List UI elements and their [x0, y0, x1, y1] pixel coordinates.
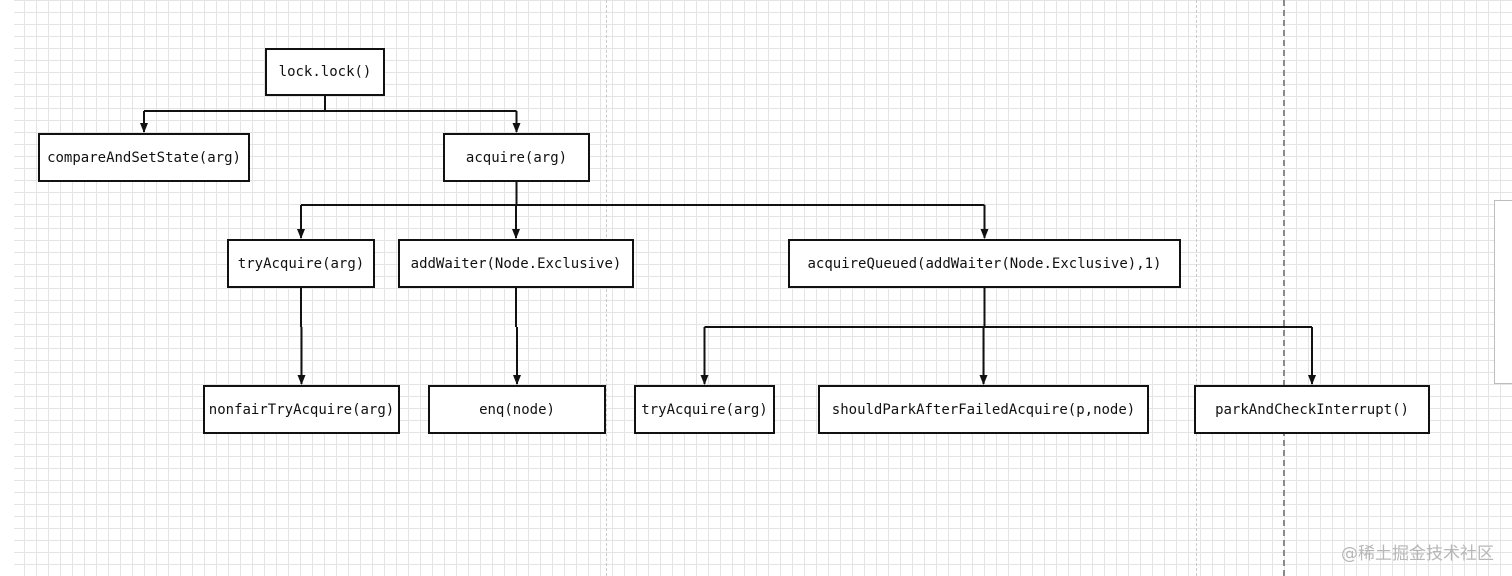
node-park-and-check-interrupt[interactable]: parkAndCheckInterrupt() — [1194, 385, 1430, 434]
node-label: lock.lock() — [278, 64, 372, 80]
side-scroll-handle[interactable] — [1494, 200, 1512, 384]
node-acquire[interactable]: acquire(arg) — [443, 133, 590, 182]
node-enq[interactable]: enq(node) — [428, 385, 606, 434]
page-break-line — [1283, 0, 1285, 576]
node-label: enq(node) — [479, 401, 555, 418]
node-label: acquire(arg) — [465, 149, 568, 166]
node-label: compareAndSetState(arg) — [47, 149, 241, 166]
node-acquire-queued[interactable]: acquireQueued(addWaiter(Node.Exclusive),… — [788, 239, 1181, 288]
node-try-acquire[interactable]: tryAcquire(arg) — [634, 385, 775, 434]
node-should-park-after-failed-acquire[interactable]: shouldParkAfterFailedAcquire(p,node) — [818, 385, 1149, 434]
canvas-margin — [0, 0, 14, 576]
page-break-line — [606, 0, 607, 576]
node-label: tryAcquire(arg) — [237, 255, 365, 272]
node-label: shouldParkAfterFailedAcquire(p,node) — [831, 401, 1136, 418]
page-break-line — [1196, 0, 1197, 576]
node-add-waiter[interactable]: addWaiter(Node.Exclusive) — [398, 239, 634, 288]
node-compare-and-set-state[interactable]: compareAndSetState(arg) — [38, 133, 250, 182]
node-label: addWaiter(Node.Exclusive) — [410, 255, 622, 272]
watermark: @稀土掘金技术社区 — [1341, 544, 1494, 564]
node-try-acquire[interactable]: tryAcquire(arg) — [227, 239, 375, 288]
node-nonfair-try-acquire[interactable]: nonfairTryAcquire(arg) — [203, 385, 400, 434]
node-label: nonfairTryAcquire(arg) — [208, 401, 395, 418]
node-lock-lock[interactable]: lock.lock() — [265, 48, 385, 96]
node-label: parkAndCheckInterrupt() — [1215, 401, 1409, 418]
node-label: acquireQueued(addWaiter(Node.Exclusive),… — [807, 255, 1162, 272]
node-label: tryAcquire(arg) — [641, 401, 768, 418]
